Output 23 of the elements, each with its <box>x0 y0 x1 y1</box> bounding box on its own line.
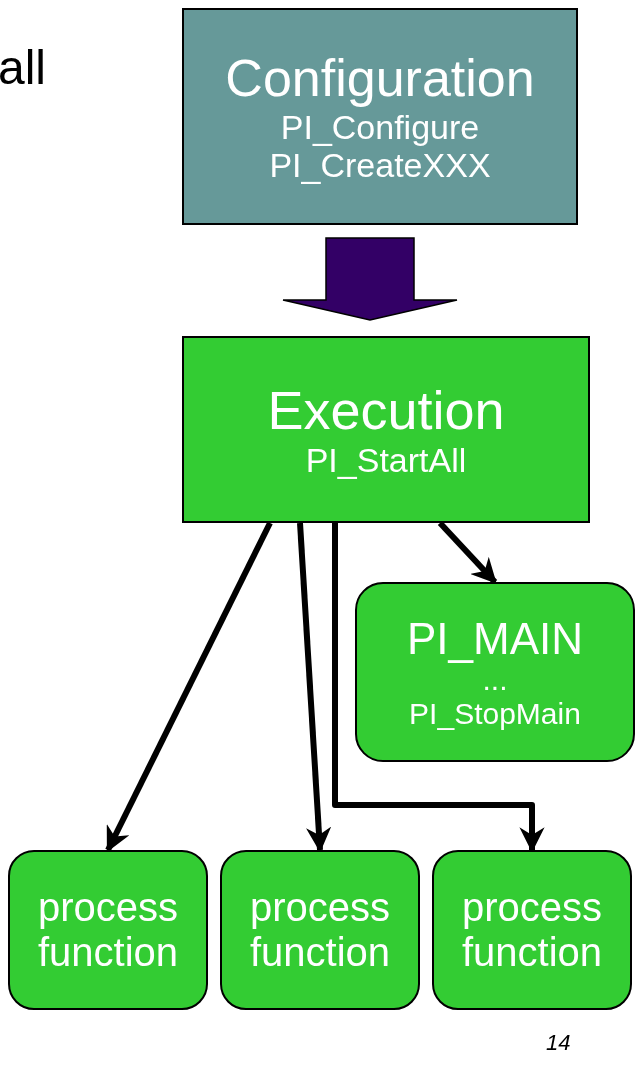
block-arrow <box>282 237 458 321</box>
configuration-box <box>182 8 578 225</box>
process-box <box>220 850 420 1010</box>
node-title: Configuration <box>225 49 535 108</box>
arrow <box>105 521 273 853</box>
process-box <box>355 582 635 762</box>
node-title: process function <box>36 885 180 975</box>
process-box <box>8 850 208 1010</box>
node-title: process function <box>248 885 392 975</box>
execution-box <box>182 336 590 523</box>
node-title: PI_MAIN <box>406 613 583 664</box>
node-title: Execution <box>267 380 505 441</box>
node-text: PI_Configure PI_CreateXXX <box>268 107 492 184</box>
node-text: PI_StartAll <box>305 440 467 479</box>
node-title: process function <box>460 885 604 975</box>
arrow <box>332 523 545 853</box>
slide-text: all <box>0 40 47 95</box>
process-box <box>432 850 632 1010</box>
arrow <box>297 522 332 853</box>
page-number: 14 <box>546 1030 571 1056</box>
node-text: PI_StopMain <box>409 696 581 731</box>
node-text: ... <box>482 663 508 697</box>
arrow <box>437 520 498 585</box>
